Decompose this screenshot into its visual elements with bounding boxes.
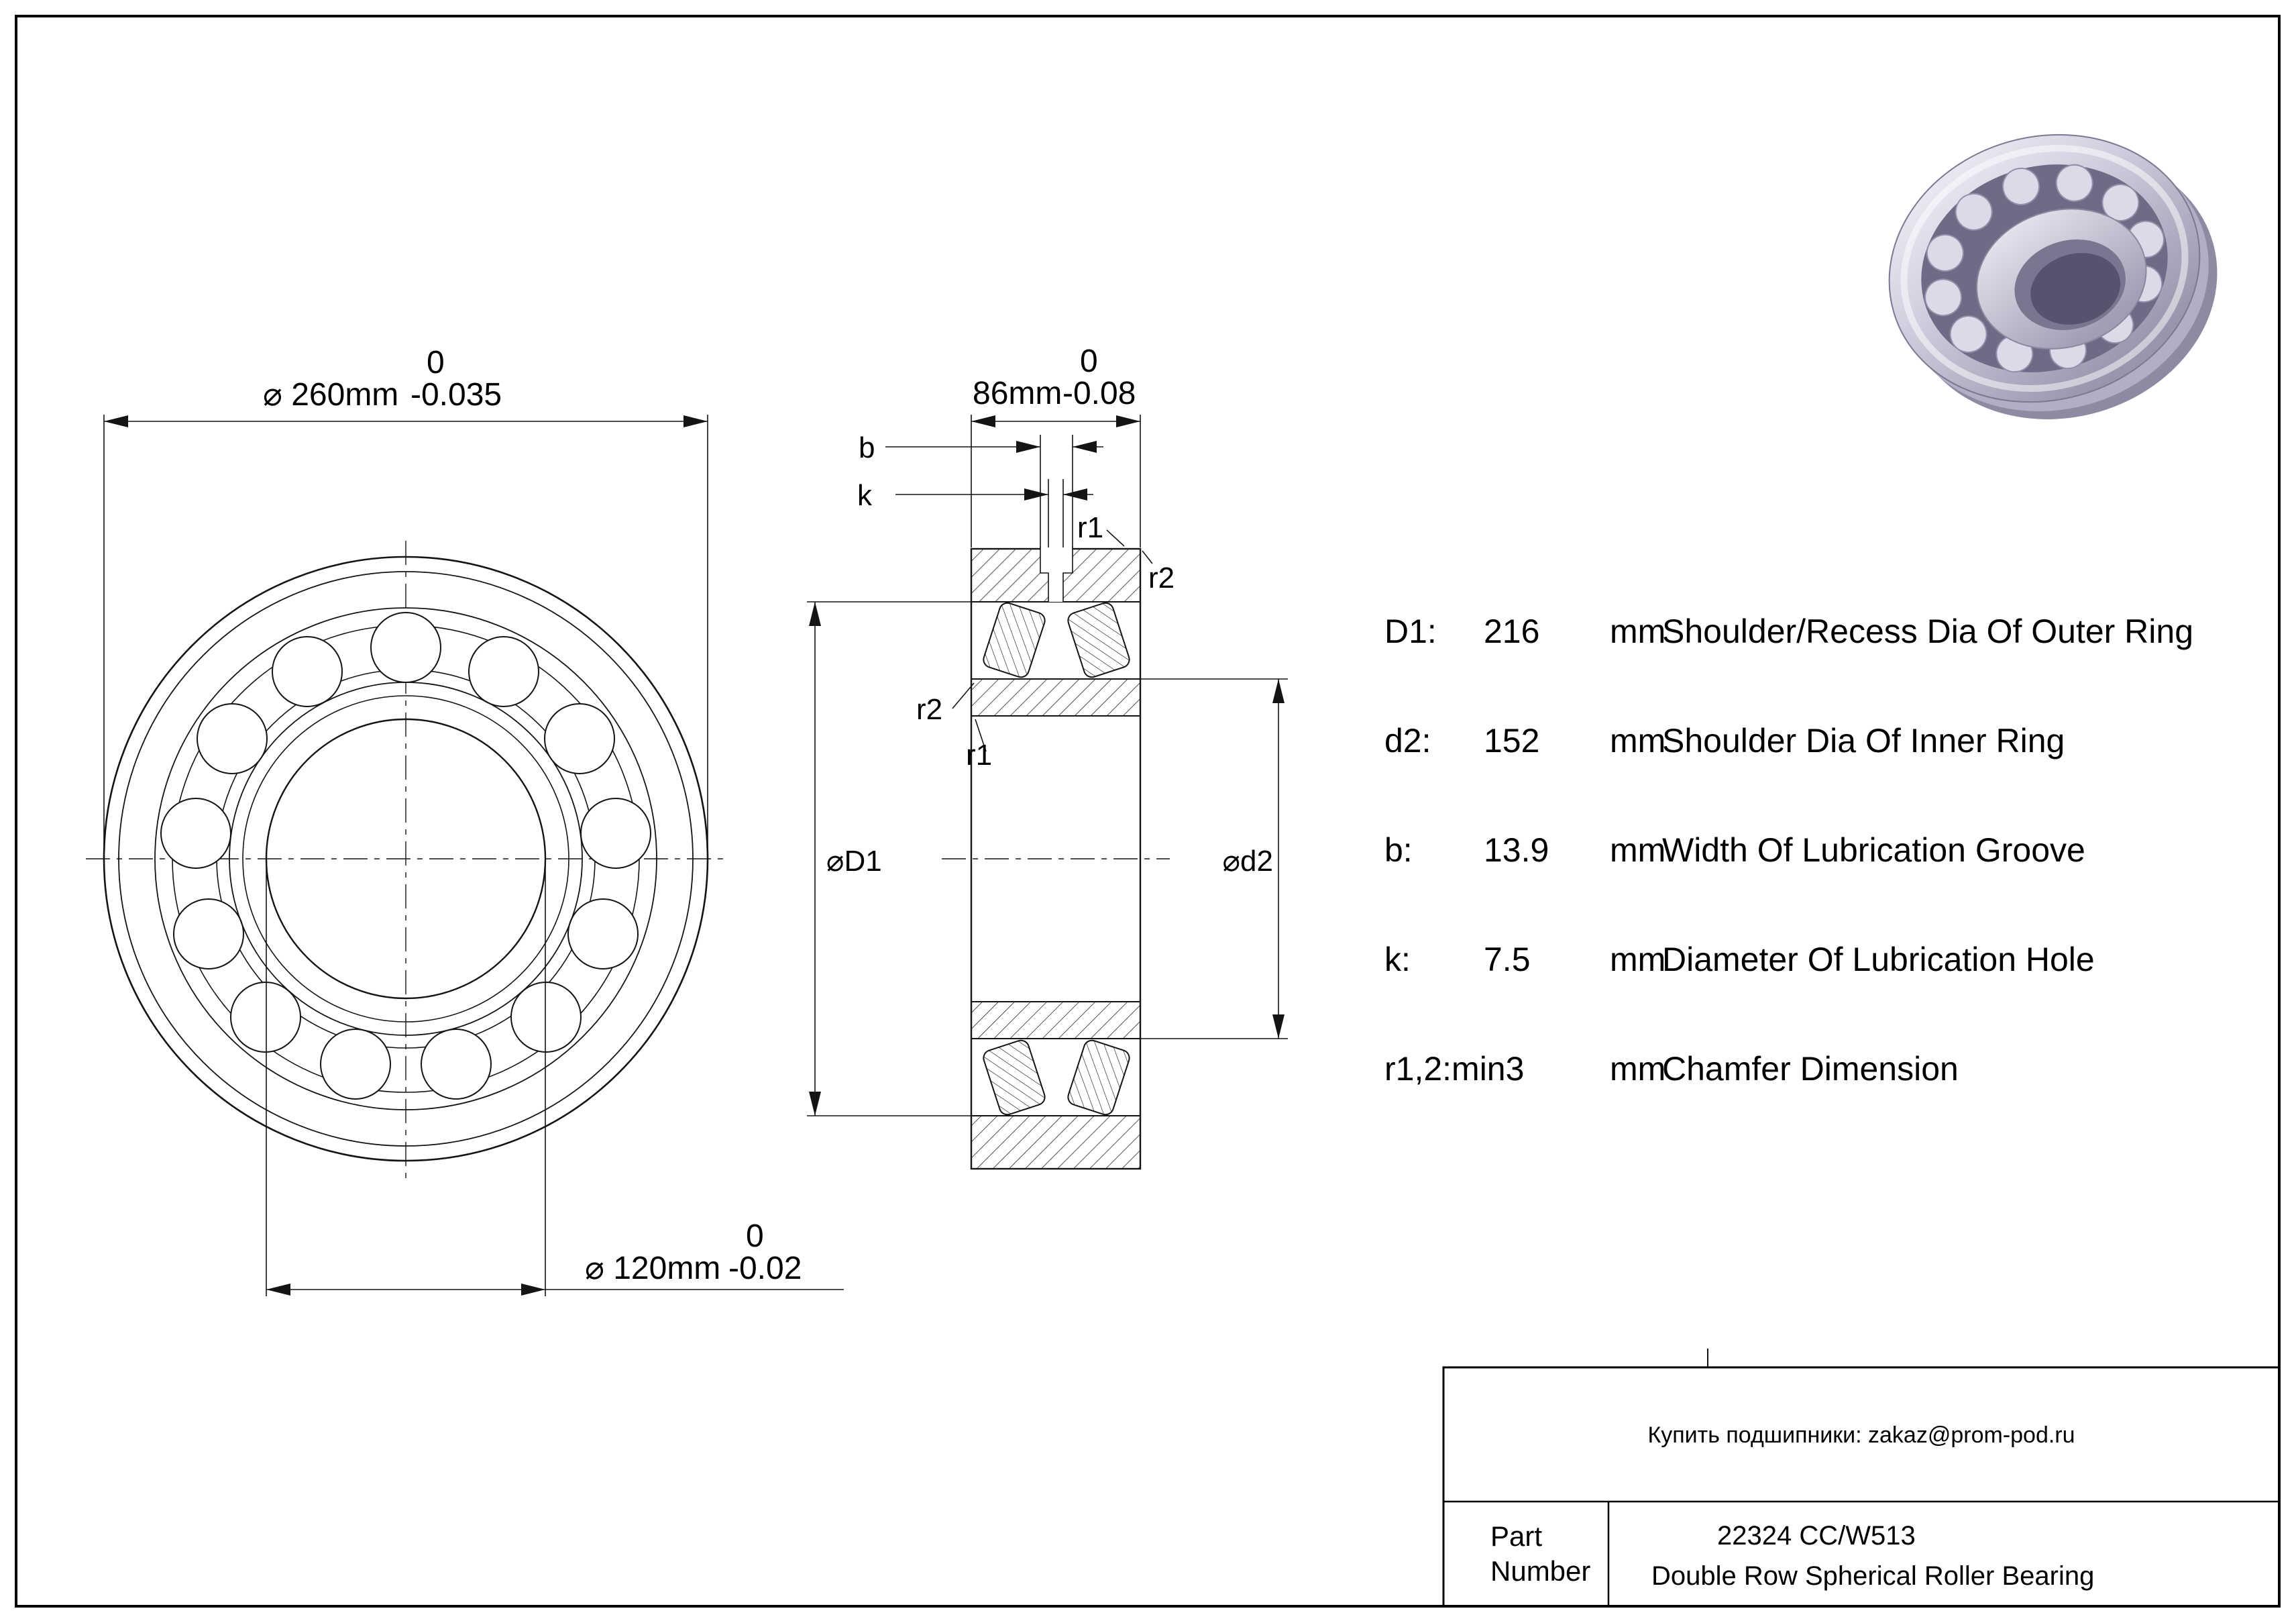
bearing-rim-highlight-3d xyxy=(1900,145,2189,392)
bearing-photo-3d xyxy=(1888,134,2218,419)
hole-diameter-label: k xyxy=(857,479,873,512)
tolerance-lower: -0.08 xyxy=(1062,376,1136,411)
spec-row: d2: 152 mm Shoulder Dia Of Inner Ring xyxy=(1384,722,2065,760)
section-roller-top-right xyxy=(1067,602,1130,678)
part-number-label-line2: Number xyxy=(1490,1555,1590,1587)
spec-value: 13.9 xyxy=(1484,831,1549,869)
title-block: Купить подшипники: zakaz@prom-pod.ru Par… xyxy=(1442,1349,2281,1608)
spec-unit: mm xyxy=(1610,722,1665,760)
inner-ring-section-top xyxy=(971,678,1141,717)
dimension-label: 86mm xyxy=(973,376,1062,411)
tolerance-lower: -0.035 xyxy=(411,377,502,413)
outer-shoulder-label: ⌀D1 xyxy=(826,845,882,878)
bearing-section-view xyxy=(942,547,1170,1170)
spec-param: b: xyxy=(1384,831,1413,869)
outer-ring-section-bottom xyxy=(971,1115,1141,1169)
lubrication-groove-and-hole xyxy=(1040,547,1073,602)
contact-email: Купить подшипники: zakaz@prom-pod.ru xyxy=(1647,1422,2075,1448)
title-block-border xyxy=(1442,1366,2281,1608)
front-view-rollers xyxy=(160,612,651,1100)
spec-param: k: xyxy=(1384,941,1411,978)
spec-unit: mm xyxy=(1610,831,1665,869)
hole-diameter-dimension: k xyxy=(857,479,1093,547)
dimension-label: ⌀ 260mm xyxy=(263,377,398,413)
chamfer-label-r2-side: r2 xyxy=(916,693,942,726)
inner-ring-section-bottom xyxy=(971,1001,1141,1039)
inner-shoulder-label: ⌀d2 xyxy=(1223,845,1273,878)
od-circle xyxy=(103,556,709,1162)
bore-diameter-dimension: 0 ⌀ 120mm -0.02 xyxy=(266,863,844,1296)
chamfer-label-r1-side: r1 xyxy=(966,739,992,772)
bore-circle xyxy=(265,718,547,1000)
spec-unit: mm xyxy=(1610,1050,1665,1088)
outer-ring-inner-circle xyxy=(118,571,694,1147)
spec-row: r1,2:min3 mm Chamfer Dimension xyxy=(1384,1050,1959,1088)
tolerance-upper: 0 xyxy=(1080,344,1098,379)
groove-width-label: b xyxy=(859,431,875,464)
spec-param: d2: xyxy=(1384,722,1431,760)
spec-param: r1,2:min3 xyxy=(1384,1050,1524,1088)
d2-shoulder-circle xyxy=(229,682,583,1036)
bearing-bore-3d xyxy=(2030,253,2121,325)
section-roller-bottom-left xyxy=(983,1039,1046,1116)
chamfer-label-r2-top: r2 xyxy=(1148,562,1174,594)
spec-value: 152 xyxy=(1484,722,1539,760)
spec-unit: mm xyxy=(1610,941,1665,978)
part-number-value: 22324 CC/W513 xyxy=(1717,1521,1916,1551)
spec-unit: mm xyxy=(1610,613,1665,650)
chamfer-label-r1-top: r1 xyxy=(1077,511,1103,544)
dimension-label: ⌀ 120mm xyxy=(585,1251,720,1286)
width-dimension: 0 86mm -0.08 xyxy=(971,344,1141,547)
spec-param: D1: xyxy=(1384,613,1437,650)
part-number-label-line1: Part xyxy=(1490,1520,1542,1552)
outer-diameter-dimension: 0 ⌀ 260mm -0.035 xyxy=(103,345,708,852)
spec-row: k: 7.5 mm Diameter Of Lubrication Hole xyxy=(1384,941,2095,978)
drawing-frame xyxy=(15,15,2281,1608)
spec-desc: Shoulder Dia Of Inner Ring xyxy=(1662,722,2065,760)
d1-shoulder-circle xyxy=(154,607,657,1110)
tolerance-upper: 0 xyxy=(746,1218,764,1254)
part-description: Double Row Spherical Roller Bearing xyxy=(1651,1561,2094,1591)
spec-desc: Chamfer Dimension xyxy=(1662,1050,1959,1088)
d2-dimension: ⌀d2 xyxy=(1140,678,1288,1039)
spec-value: 7.5 xyxy=(1484,941,1531,978)
groove-width-dimension: b xyxy=(859,431,1103,547)
tolerance-lower: -0.02 xyxy=(728,1251,802,1286)
spec-value: 216 xyxy=(1484,613,1539,650)
section-roller-bottom-right xyxy=(1067,1039,1130,1116)
spec-row: b: 13.9 mm Width Of Lubrication Groove xyxy=(1384,831,2085,869)
tolerance-upper: 0 xyxy=(427,345,445,380)
chamfer-labels: r1 r2 r2 r1 xyxy=(916,511,1174,772)
spec-desc: Width Of Lubrication Groove xyxy=(1662,831,2085,869)
specification-table: D1: 216 mm Shoulder/Recess Dia Of Outer … xyxy=(1384,613,2193,1088)
section-roller-top-left xyxy=(983,602,1046,678)
d1-dimension: ⌀D1 xyxy=(807,601,971,1116)
spec-row: D1: 216 mm Shoulder/Recess Dia Of Outer … xyxy=(1384,613,2193,650)
inner-ring-circle xyxy=(242,695,569,1023)
spec-desc: Diameter Of Lubrication Hole xyxy=(1662,941,2095,978)
bearing-front-view xyxy=(86,541,726,1180)
spec-desc: Shoulder/Recess Dia Of Outer Ring xyxy=(1662,613,2193,650)
